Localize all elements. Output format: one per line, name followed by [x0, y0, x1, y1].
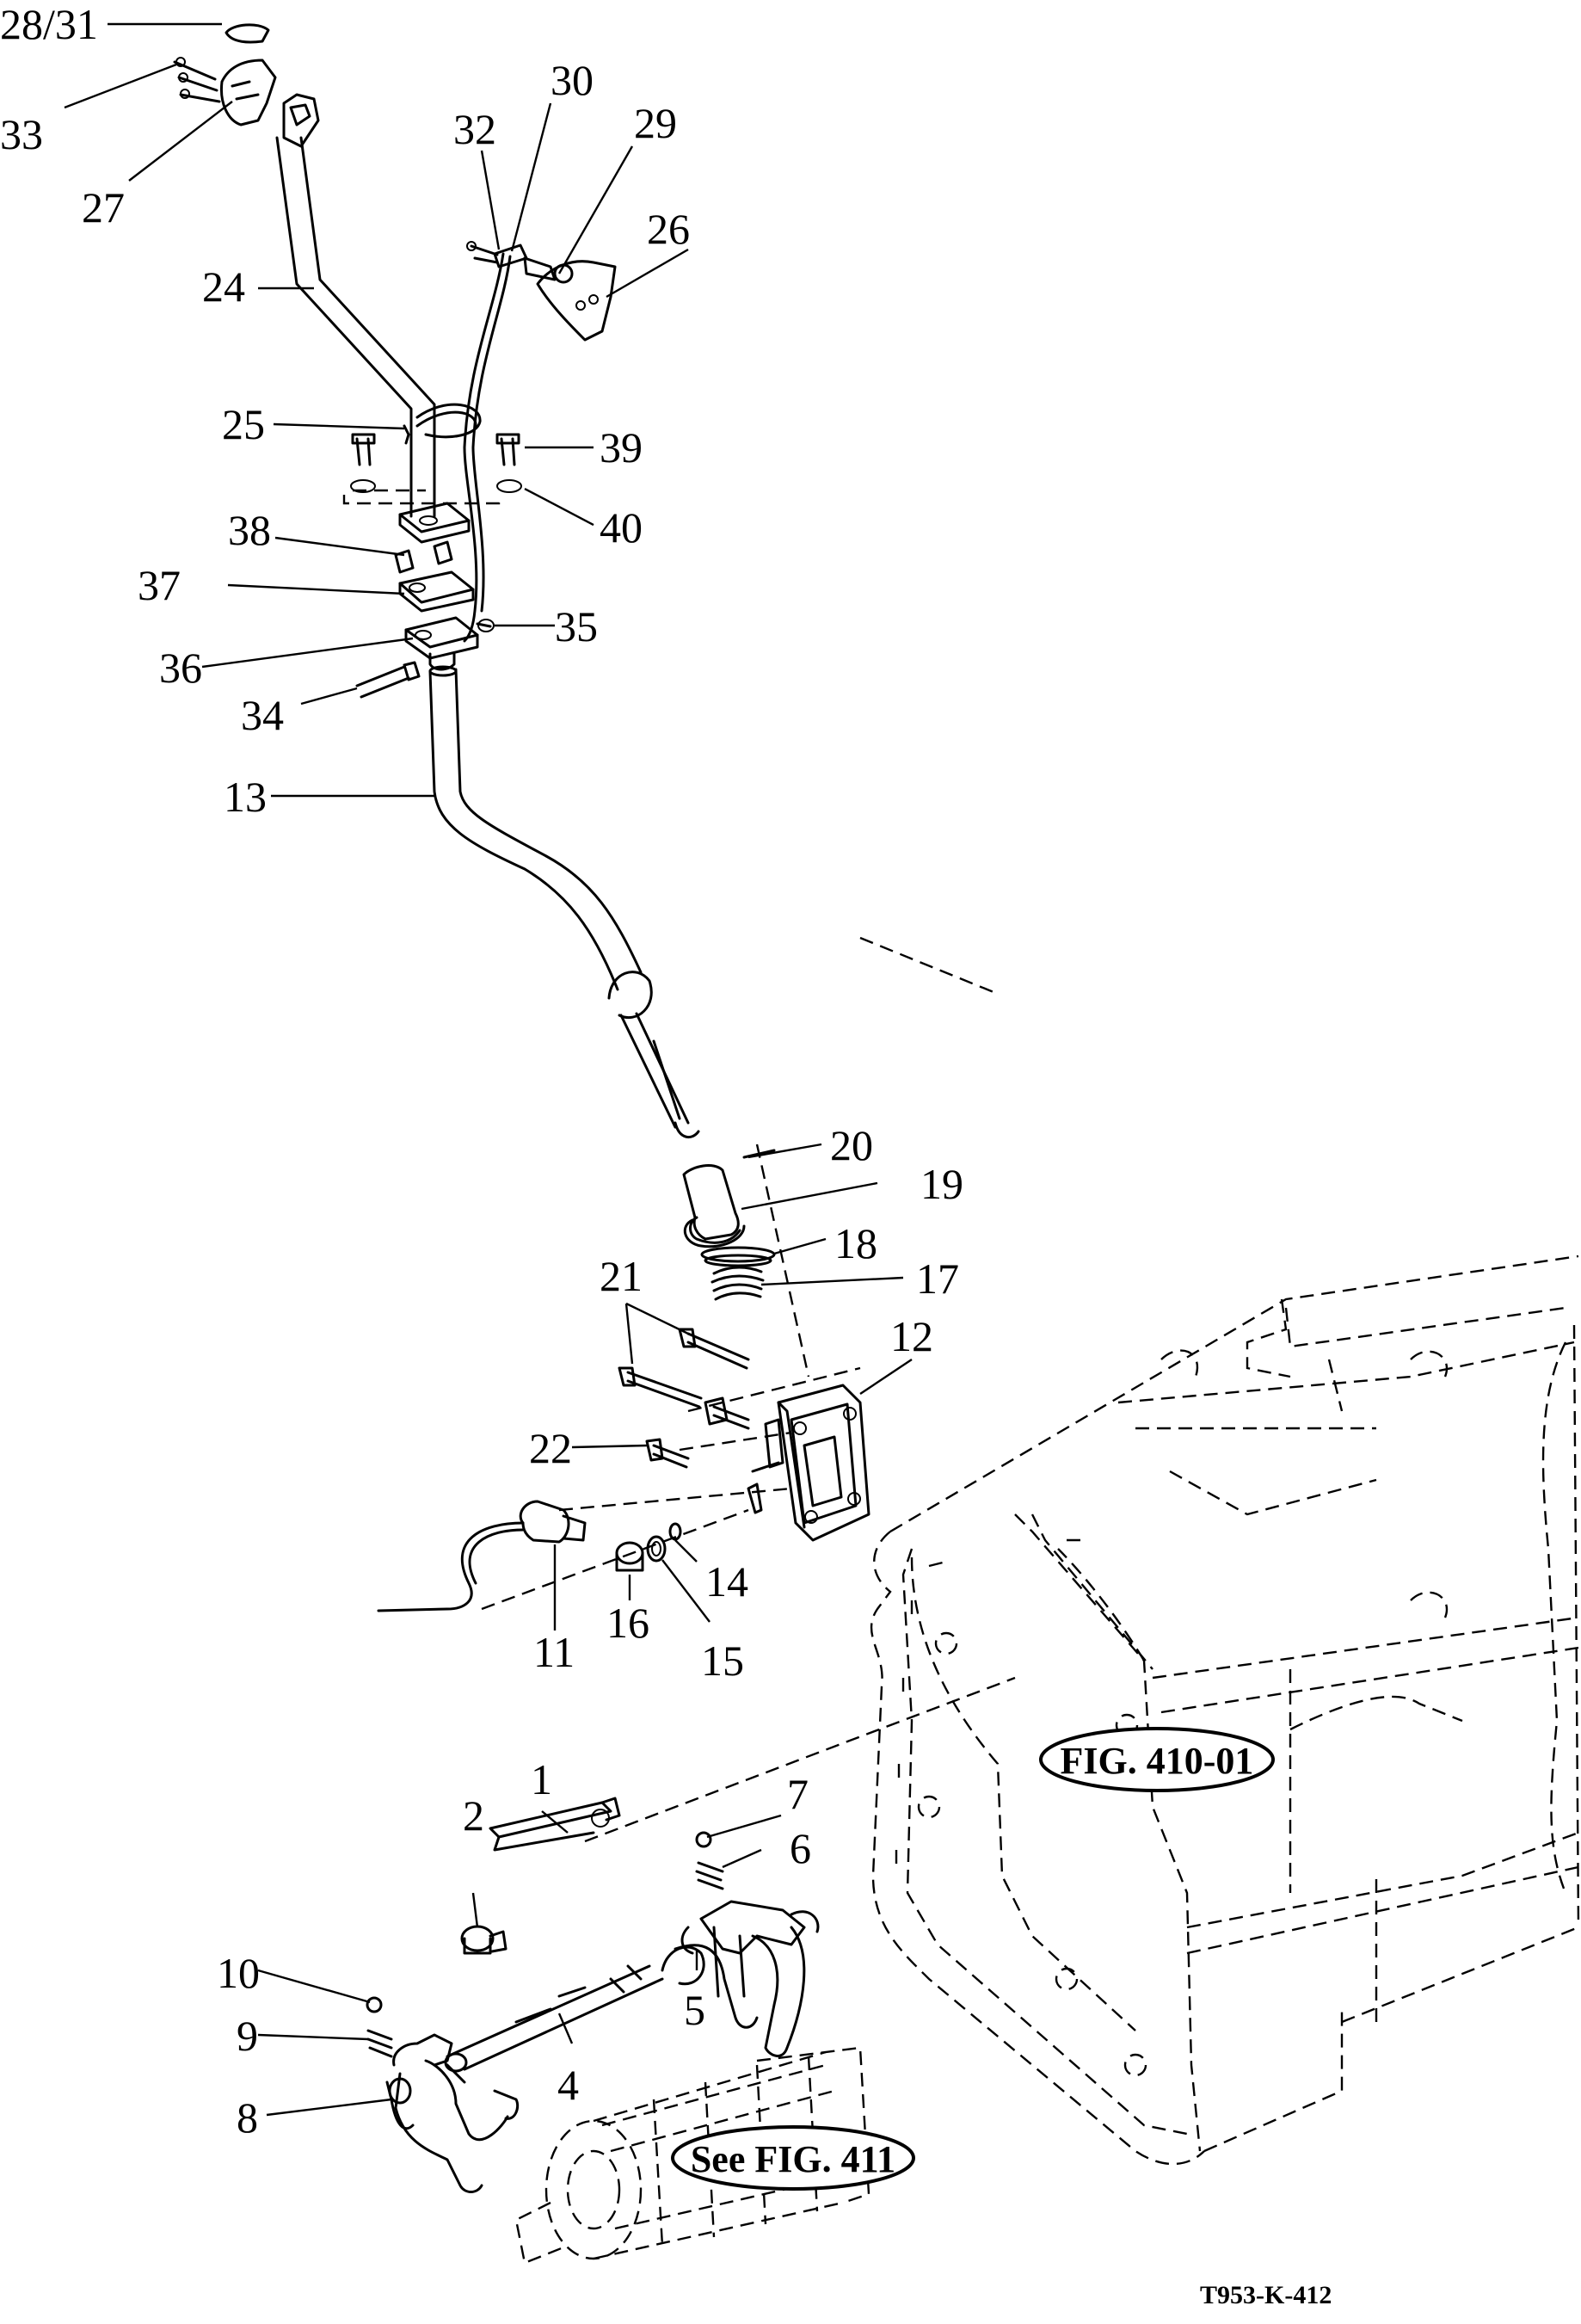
label-30: 30 [551, 56, 594, 104]
label-34: 34 [241, 691, 284, 739]
alignment-lines [342, 489, 1016, 1843]
label-37: 37 [138, 561, 181, 609]
label-8: 8 [237, 2093, 258, 2142]
label-36: 36 [159, 644, 202, 692]
label-17: 17 [916, 1254, 959, 1303]
shift-lever-upper [173, 23, 436, 518]
transmission-housing [870, 1254, 1580, 2166]
label-39: 39 [600, 423, 643, 472]
label-7: 7 [787, 1770, 809, 1818]
leader-lines [64, 22, 913, 2117]
label-1: 1 [531, 1755, 552, 1803]
label-27: 27 [82, 183, 125, 231]
shift-lever-lower [428, 665, 700, 1139]
label-12: 12 [890, 1312, 933, 1360]
figure-reference-411[interactable]: See FIG. 411 [671, 2125, 915, 2191]
label-14: 14 [705, 1557, 748, 1606]
label-6: 6 [790, 1824, 811, 1872]
label-40: 40 [600, 503, 643, 552]
fig-411-label: See FIG. 411 [691, 2138, 895, 2180]
label-10: 10 [217, 1949, 260, 1997]
fig-410-label: FIG. 410-01 [1061, 1740, 1254, 1782]
label-19: 19 [920, 1160, 963, 1208]
lever-mount-assembly [350, 433, 522, 699]
label-32: 32 [453, 105, 496, 153]
label-22: 22 [529, 1424, 572, 1472]
label-33: 33 [0, 110, 43, 158]
figure-reference-410[interactable]: FIG. 410-01 [1039, 1727, 1275, 1792]
label-15: 15 [701, 1637, 744, 1685]
label-5: 5 [684, 1986, 705, 2034]
label-16: 16 [606, 1599, 649, 1647]
label-13: 13 [224, 773, 267, 821]
label-35: 35 [555, 602, 598, 650]
harness-and-switch [403, 241, 617, 643]
label-28-31: 28/31 [0, 0, 98, 48]
label-18: 18 [834, 1219, 877, 1267]
gear-cluster [514, 2046, 870, 2265]
label-25: 25 [222, 400, 265, 448]
drawing-code: T953-K-412 [1200, 2281, 1332, 2309]
label-2: 2 [463, 1791, 484, 1840]
label-29: 29 [634, 99, 677, 147]
label-11: 11 [533, 1628, 575, 1676]
label-20: 20 [830, 1121, 873, 1169]
lever-boot-and-springs [682, 1149, 776, 1301]
part-labels: 28/31 33 27 32 30 29 26 24 25 39 40 38 3… [0, 0, 963, 2142]
label-38: 38 [228, 506, 271, 554]
neutral-switch-and-plug [377, 1500, 682, 1612]
label-26: 26 [647, 205, 690, 253]
shift-rail-and-forks [366, 1797, 820, 2193]
label-21: 21 [600, 1252, 643, 1300]
label-24: 24 [202, 262, 245, 311]
shift-tower-housing [618, 1328, 870, 1542]
label-9: 9 [237, 2012, 258, 2060]
label-4: 4 [557, 2061, 579, 2109]
